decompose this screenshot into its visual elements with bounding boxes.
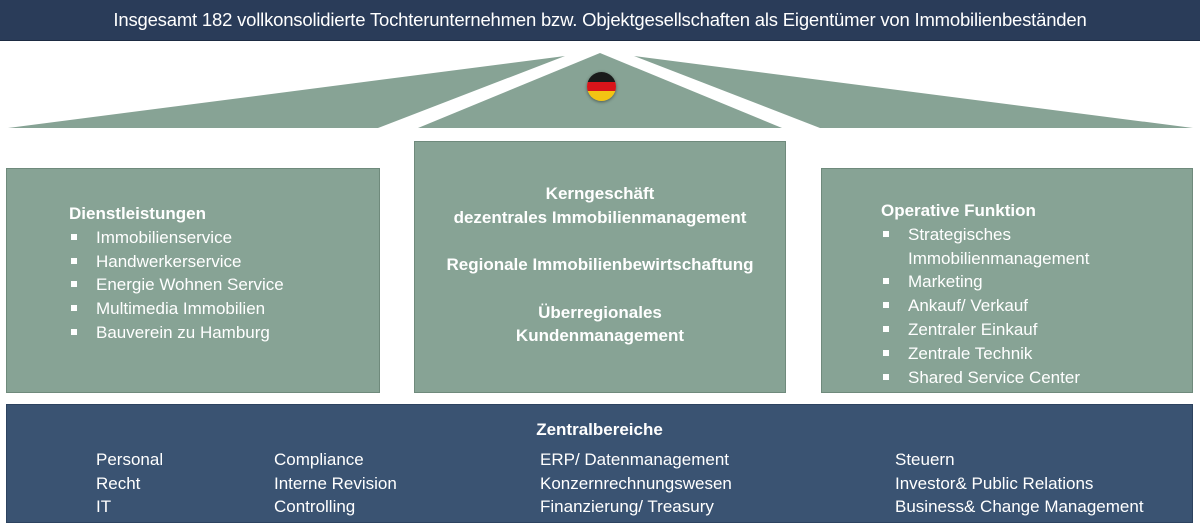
pillar-title: Dienstleistungen [69,204,206,223]
center-kundenmanagement: Kundenmanagement [515,326,685,345]
center-ueberregional: Überregionales [538,302,662,322]
list-item: Energie Wohnen Service [69,273,284,297]
pillar-title: Operative Funktion [881,201,1036,220]
list-item: Zentrale Technik [881,342,1108,366]
list-item: Marketing [881,270,1108,294]
list-item: IT [96,497,112,517]
base-column-2: Compliance Interne Revision Controlling [274,448,397,519]
list-item: Finanzierung/ Treasury [540,497,714,517]
list-item: Ankauf/ Verkauf [881,294,1108,318]
list-item: Konzernrechnungswesen [540,473,732,493]
list-item: Investor& Public Relations [895,473,1094,493]
roof-right-wing [634,56,1193,128]
base-column-1: Personal Recht IT [96,448,163,519]
list-item: Immobilienservice [69,226,284,250]
center-subheading: dezentrales Immobilienmanagement [453,207,747,227]
list-item: Business& Change Management [895,497,1144,517]
header-bar: Insgesamt 182 vollkonsolidierte Tochteru… [0,0,1200,41]
header-title: Insgesamt 182 vollkonsolidierte Tochteru… [113,9,1087,30]
center-heading: Kerngeschäft [545,184,655,203]
base-title: Zentralbereiche [536,420,663,439]
list-item: Controlling [274,497,356,517]
germany-flag-icon [587,72,616,101]
roof-left-wing [8,56,565,128]
base-column-4: Steuern Investor& Public Relations Busin… [895,448,1144,519]
list-item: Personal [96,450,164,469]
list-item: Handwerkerservice [69,250,284,274]
list-item: Compliance [274,450,364,469]
pillar-operative-funktion: Operative Funktion Strategisches Immobil… [821,168,1193,393]
list-item: Strategisches Immobilienmanagement [881,223,1108,271]
pillar-dienstleistungen: Dienstleistungen Immobilienservice Handw… [6,168,380,393]
zentralbereiche-base: Zentralbereiche Personal Recht IT Compli… [6,404,1193,523]
list-item: Steuern [895,450,955,469]
pillar-kerngeschaeft: Kerngeschäft dezentrales Immobilienmanag… [414,141,786,393]
list-item: Bauverein zu Hamburg [69,321,284,345]
list-item: Multimedia Immobilien [69,297,284,321]
list-item: ERP/ Datenmanagement [540,450,729,469]
list-item: Shared Service Center [881,366,1108,390]
list-item: Zentraler Einkauf [881,318,1108,342]
list-item: Recht [96,473,141,493]
list-item: Interne Revision [274,473,397,493]
center-regional: Regionale Immobilienbewirtschaftung [446,255,754,274]
base-column-3: ERP/ Datenmanagement Konzernrechnungswes… [540,448,732,519]
